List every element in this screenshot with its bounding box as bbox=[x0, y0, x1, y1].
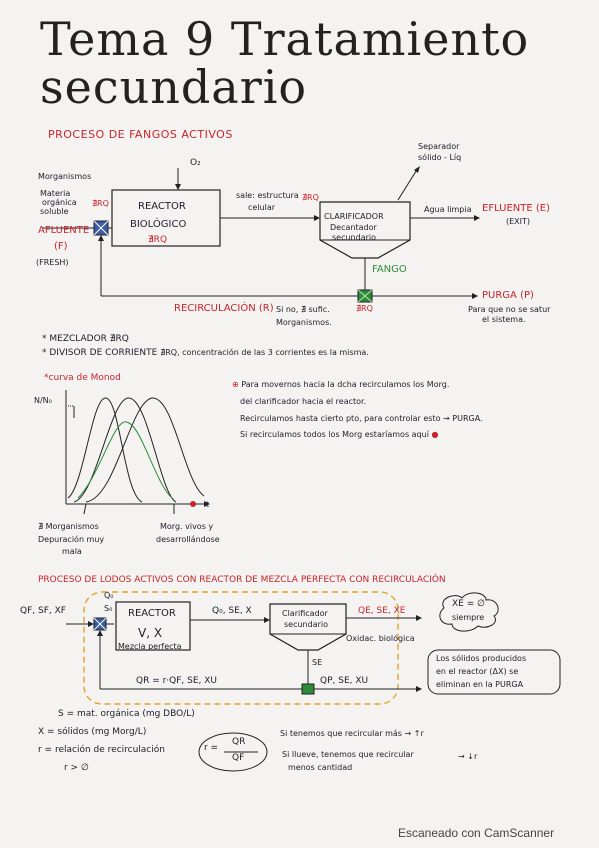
volume-solids-label: V, X bbox=[138, 626, 163, 640]
page-title-line2: secundario bbox=[40, 60, 308, 114]
fangos-activos-diagram bbox=[42, 166, 480, 303]
info-box-text-1: Los sólidos producidos bbox=[436, 654, 527, 663]
purga-note: Para que no se satur bbox=[468, 305, 551, 314]
monod-text-3: Recirculamos hasta cierto pto, para cont… bbox=[240, 414, 483, 423]
separador-label-2: sólido - Líq bbox=[418, 153, 462, 162]
ratio-formula-den: QF bbox=[232, 753, 245, 763]
if-more-recirc: Si tenemos que recircular más → ↑r bbox=[280, 729, 424, 738]
agua-limpia-label: Agua limpia bbox=[424, 205, 472, 214]
clarifier-label-2: Decantador bbox=[330, 223, 377, 232]
se-label: SE bbox=[312, 658, 323, 667]
monod-xlabel: t bbox=[206, 500, 210, 509]
purga-note-2: el sistema. bbox=[482, 315, 526, 324]
monod-left-2: Depuración muy bbox=[38, 535, 105, 544]
s0-label: S₀ bbox=[104, 604, 113, 613]
cloud-text-1: XE = ∅ bbox=[452, 599, 485, 609]
q0-label: Q₀ bbox=[104, 591, 114, 600]
separador-label: Separador bbox=[418, 142, 460, 151]
input-flow-label: QF, SF, XF bbox=[20, 606, 66, 616]
monod-heading: *curva de Monod bbox=[44, 373, 121, 383]
input-organica: orgánica bbox=[42, 198, 77, 207]
ratio-formula-r: r = bbox=[204, 743, 219, 753]
note-mezclador: * MEZCLADOR ∄RQ bbox=[42, 334, 129, 344]
reactor-label: REACTOR bbox=[138, 201, 186, 212]
monod-left-3: mala bbox=[62, 547, 82, 556]
mixer-rq: ∄RQ bbox=[92, 199, 109, 208]
o2-label: O₂ bbox=[190, 158, 201, 168]
sale-rq: ∄RQ bbox=[302, 193, 319, 202]
monod-ylabel: N/N₀ bbox=[34, 396, 52, 405]
clarifier-label-3: secundario bbox=[332, 233, 377, 242]
control-volume-boundary bbox=[83, 591, 399, 705]
reactor-rq: ∄RQ bbox=[148, 235, 168, 245]
clarifier-label-sec2: Clarificador bbox=[282, 609, 328, 618]
recirculacion-note: Si no, ∄ sufic. bbox=[276, 305, 330, 314]
info-box-text-2: en el reactor (ΔX) se bbox=[436, 667, 519, 676]
clarifier-label-sec2-2: secundario bbox=[284, 620, 329, 629]
monod-right-2: desarrollándose bbox=[156, 535, 220, 544]
sale-label: sale: estructura bbox=[236, 191, 299, 200]
mezcla-perfecta-label: Mezcla perfecta bbox=[118, 642, 182, 651]
legend-x: X = sólidos (mg Morg/L) bbox=[38, 727, 147, 737]
page-title: Tema 9 Tratamiento bbox=[40, 12, 530, 66]
divider-symbol-2 bbox=[301, 683, 315, 695]
if-rain: Si llueve, tenemos que recircular bbox=[282, 750, 414, 759]
lodos-activos-diagram bbox=[66, 591, 561, 705]
note-divisor: * DIVISOR DE CORRIENTE ∄RQ, concentració… bbox=[42, 348, 369, 358]
monod-left-1: ∄ Morganismos bbox=[38, 522, 99, 531]
ratio-formula-num: QR bbox=[232, 737, 246, 747]
note-divisor-body: ∄RQ, concentración de las 3 corrientes e… bbox=[160, 348, 369, 357]
efluente-label: EFLUENTE (E) bbox=[482, 203, 550, 214]
reactor-label-sec2: REACTOR bbox=[128, 608, 176, 619]
cloud-shape bbox=[439, 592, 499, 632]
reactor-box-2 bbox=[115, 601, 191, 651]
cloud-text-2: siempre bbox=[452, 613, 485, 622]
oxidacion-label: Oxidac. biológica bbox=[346, 634, 415, 643]
section2-heading: PROCESO DE LODOS ACTIVOS CON REACTOR DE … bbox=[38, 575, 446, 585]
input-materia: Materia bbox=[40, 189, 71, 198]
legend-r: r = relación de recirculación bbox=[38, 745, 165, 755]
info-box bbox=[427, 649, 561, 695]
input-soluble: soluble bbox=[40, 207, 69, 216]
afluente-label: AFLUENTE bbox=[38, 225, 90, 236]
fresh-label: (FRESH) bbox=[36, 258, 69, 267]
monod-curve-chart bbox=[65, 390, 210, 515]
fango-label: FANGO bbox=[372, 264, 407, 275]
monod-text-4: Si recirculamos todos los Morg estaríamo… bbox=[240, 430, 439, 439]
ratio-formula-box bbox=[198, 732, 268, 772]
recirculation-flow-label: QR = r·QF, SE, XU bbox=[136, 676, 218, 686]
scanner-watermark: Escaneado con CamScanner bbox=[398, 826, 555, 840]
monod-right-1: Morg. vivos y bbox=[160, 522, 214, 531]
afluente-f-label: (F) bbox=[54, 241, 68, 252]
exit-label: (EXIT) bbox=[506, 217, 531, 226]
info-box-text-3: eliminan en la PURGA bbox=[436, 680, 524, 689]
if-rain-arrow: → ↓r bbox=[458, 752, 478, 761]
input-morganismos: Morganismos bbox=[38, 172, 92, 181]
recirculacion-note-2: Morganismos. bbox=[276, 318, 332, 327]
effluent-flow-label: QE, SE, XE bbox=[358, 606, 406, 616]
plus-icon: ⊕ bbox=[232, 380, 239, 389]
section1-heading: PROCESO DE FANGOS ACTIVOS bbox=[48, 128, 233, 141]
reactor-label-2: BIOLÓGICO bbox=[130, 219, 187, 230]
monod-text-2: del clarificador hacia el reactor. bbox=[240, 397, 367, 406]
purga-label: PURGA (P) bbox=[482, 290, 534, 301]
note-divisor-head: * DIVISOR DE CORRIENTE bbox=[42, 348, 158, 358]
red-dot-icon: ● bbox=[431, 430, 439, 439]
purge-flow-label: QP, SE, XU bbox=[320, 676, 369, 686]
sale-label-2: celular bbox=[248, 203, 276, 212]
monod-text-1: ⊕ Para movernos hacia la dcha recirculam… bbox=[232, 380, 450, 389]
clarifier-label: CLARIFICADOR bbox=[324, 212, 384, 221]
recirculacion-label: RECIRCULACIÓN (R) bbox=[174, 303, 274, 314]
reactor-out-label: Q₀, SE, X bbox=[212, 606, 252, 616]
legend-r-gt: r > ∅ bbox=[64, 763, 89, 773]
if-rain-2: menos cantidad bbox=[288, 763, 353, 772]
divider-rq: ∄RQ bbox=[356, 304, 373, 313]
legend-s: S = mat. orgánica (mg DBO/L) bbox=[58, 709, 195, 719]
